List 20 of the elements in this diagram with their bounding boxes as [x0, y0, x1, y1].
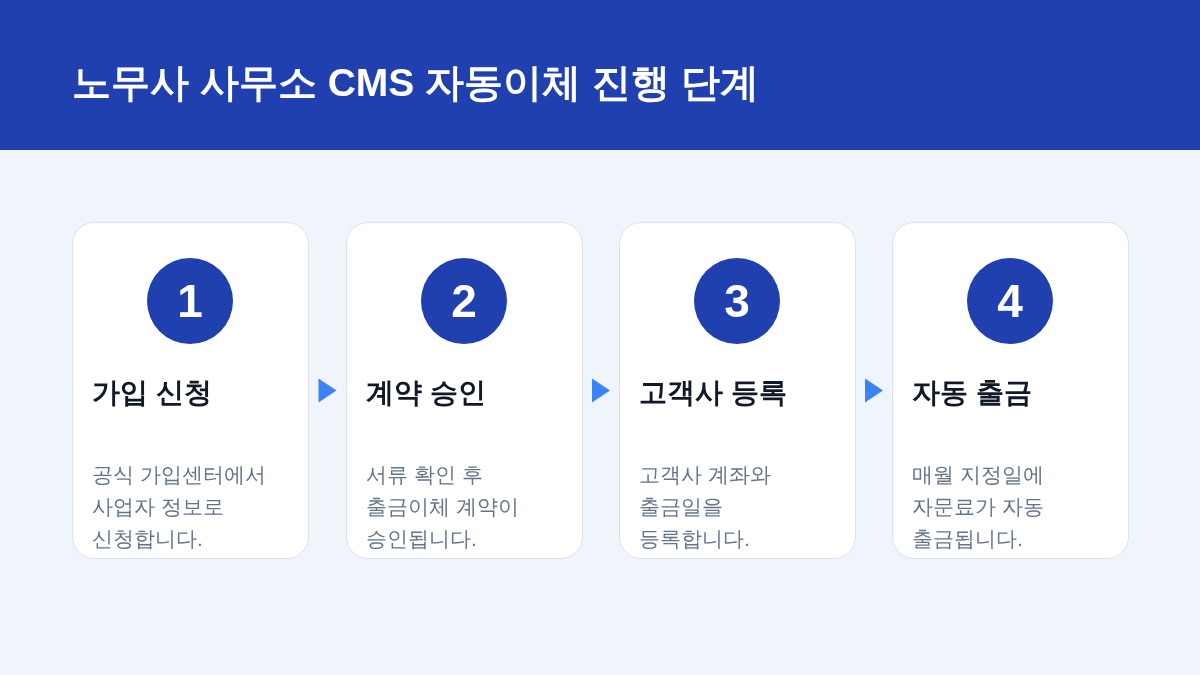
- step-title: 고객사 등록: [639, 376, 787, 410]
- step-title: 계약 승인: [366, 376, 486, 410]
- step-card: [346, 222, 583, 559]
- step-description: 공식 가입센터에서 사업자 정보로 신청합니다.: [92, 462, 267, 552]
- title: 노무사 사무소 CMS 자동이체 진행 단계: [72, 60, 759, 106]
- step-card: [619, 222, 856, 559]
- step-number-circle: 4: [967, 258, 1053, 344]
- step-number-circle: 3: [694, 258, 780, 344]
- step-card: [72, 222, 309, 559]
- step-number-circle: 2: [421, 258, 507, 344]
- step-title: 가입 신청: [92, 376, 212, 410]
- step-description: 고객사 계좌와 출금일을 등록합니다.: [639, 462, 772, 552]
- step-number-circle: 1: [147, 258, 233, 344]
- step-card: [892, 222, 1129, 559]
- arrow: [865, 378, 883, 403]
- step-description: 서류 확인 후 출금이체 계약이 승인됩니다.: [366, 462, 520, 552]
- step-description: 매월 지정일에 자문료가 자동 출금됩니다.: [912, 462, 1045, 552]
- step-title: 자동 출금: [912, 376, 1032, 410]
- arrow: [592, 378, 610, 403]
- arrow: [318, 378, 337, 403]
